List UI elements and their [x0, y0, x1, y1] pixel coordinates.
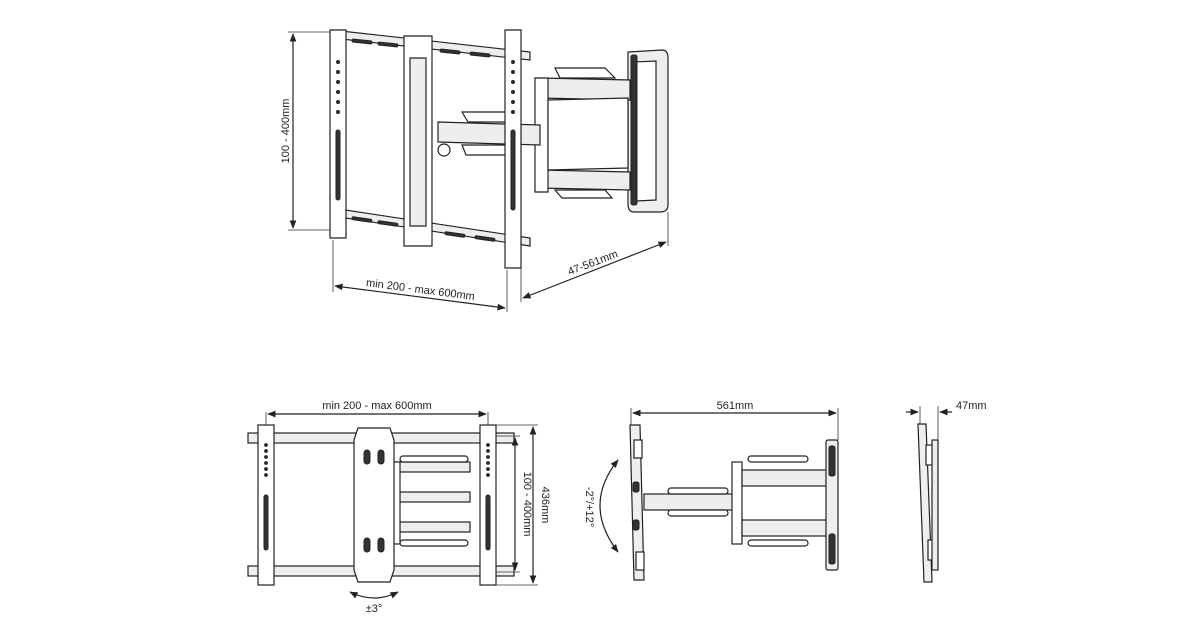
isometric-view: 100 - 400mm min 200 - max 600mm 47-561mm [280, 29, 669, 312]
iso-arm-assembly [437, 67, 631, 199]
side-wall-plate [825, 439, 839, 571]
side-extension-dimension: 561mm [630, 400, 839, 440]
profile-depth-dimension: 47mm [906, 400, 987, 440]
front-arm-assembly [391, 455, 471, 547]
front-inner-height-label: 100 - 400mm [521, 472, 533, 537]
front-inner-height-dimension: 100 - 400mm [496, 435, 533, 573]
front-rotation-label: ±3° [366, 603, 383, 615]
iso-tv-bracket [329, 29, 531, 269]
front-right-upright [479, 424, 497, 586]
profile-view: 47mm [906, 400, 987, 583]
front-outer-height-dimension: 436mm [496, 424, 551, 586]
front-width-dimension: min 200 - max 600mm [265, 400, 489, 425]
iso-width-label: min 200 - max 600mm [365, 277, 475, 303]
front-left-upright [257, 424, 275, 586]
side-tilt-label: -2°/+12° [583, 487, 595, 527]
iso-wall-plate [627, 49, 669, 213]
iso-width-dimension: min 200 - max 600mm [332, 240, 508, 312]
front-view: min 200 - max 600mm 100 - 400mm 436mm ±3… [247, 400, 551, 615]
iso-height-dimension: 100 - 400mm [280, 31, 330, 231]
side-arm-assembly [643, 455, 829, 547]
front-outer-height-label: 436mm [539, 487, 551, 524]
iso-height-label: 100 - 400mm [280, 99, 292, 164]
side-tv-plate [629, 424, 645, 581]
side-tilt-indicator: -2°/+12° [583, 459, 619, 553]
iso-upright-holes [335, 60, 516, 211]
front-width-label: min 200 - max 600mm [322, 400, 431, 412]
side-view: 561mm -2°/+12° [583, 400, 839, 581]
front-rotation-indicator: ±3° [349, 591, 399, 615]
side-extension-label: 561mm [717, 400, 754, 412]
front-center-plate [353, 427, 395, 583]
profile-depth-label: 47mm [956, 400, 987, 412]
iso-extension-dimension: 47-561mm [520, 212, 669, 302]
profile-wall-plate [931, 439, 939, 571]
